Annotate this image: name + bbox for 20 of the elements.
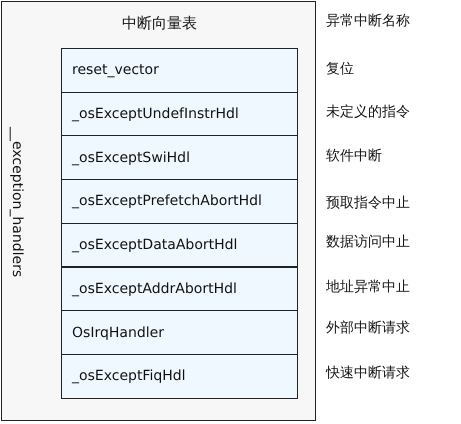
side-label: __exception_handlers	[9, 127, 25, 278]
vector-entry: _osExceptPrefetchAbortHdl	[61, 179, 298, 224]
column-heading: 异常中断名称	[326, 12, 410, 30]
vector-entry: _osExceptDataAbortHdl	[61, 222, 298, 268]
vector-entry: _osExceptUndefInstrHdl	[61, 92, 298, 136]
interrupt-name: 未定义的指令	[326, 103, 410, 121]
vector-entry: _osExceptAddrAbortHdl	[61, 266, 298, 312]
interrupt-name: 预取指令中止	[326, 194, 410, 212]
vector-entry: _osExceptFiqHdl	[61, 354, 298, 399]
vector-entry: reset_vector	[61, 48, 298, 93]
table-title: 中断向量表	[121, 14, 198, 33]
interrupt-name: 复位	[326, 60, 354, 78]
interrupt-name: 数据访问中止	[326, 233, 410, 251]
interrupt-name: 外部中断请求	[326, 319, 410, 337]
interrupt-name: 软件中断	[326, 147, 382, 165]
interrupt-name: 快速中断请求	[326, 364, 410, 382]
vector-entry: OsIrqHandler	[61, 310, 298, 355]
vector-entry: _osExceptSwiHdl	[61, 135, 298, 180]
interrupt-name: 地址异常中止	[326, 278, 410, 296]
table-frame	[1, 1, 316, 421]
